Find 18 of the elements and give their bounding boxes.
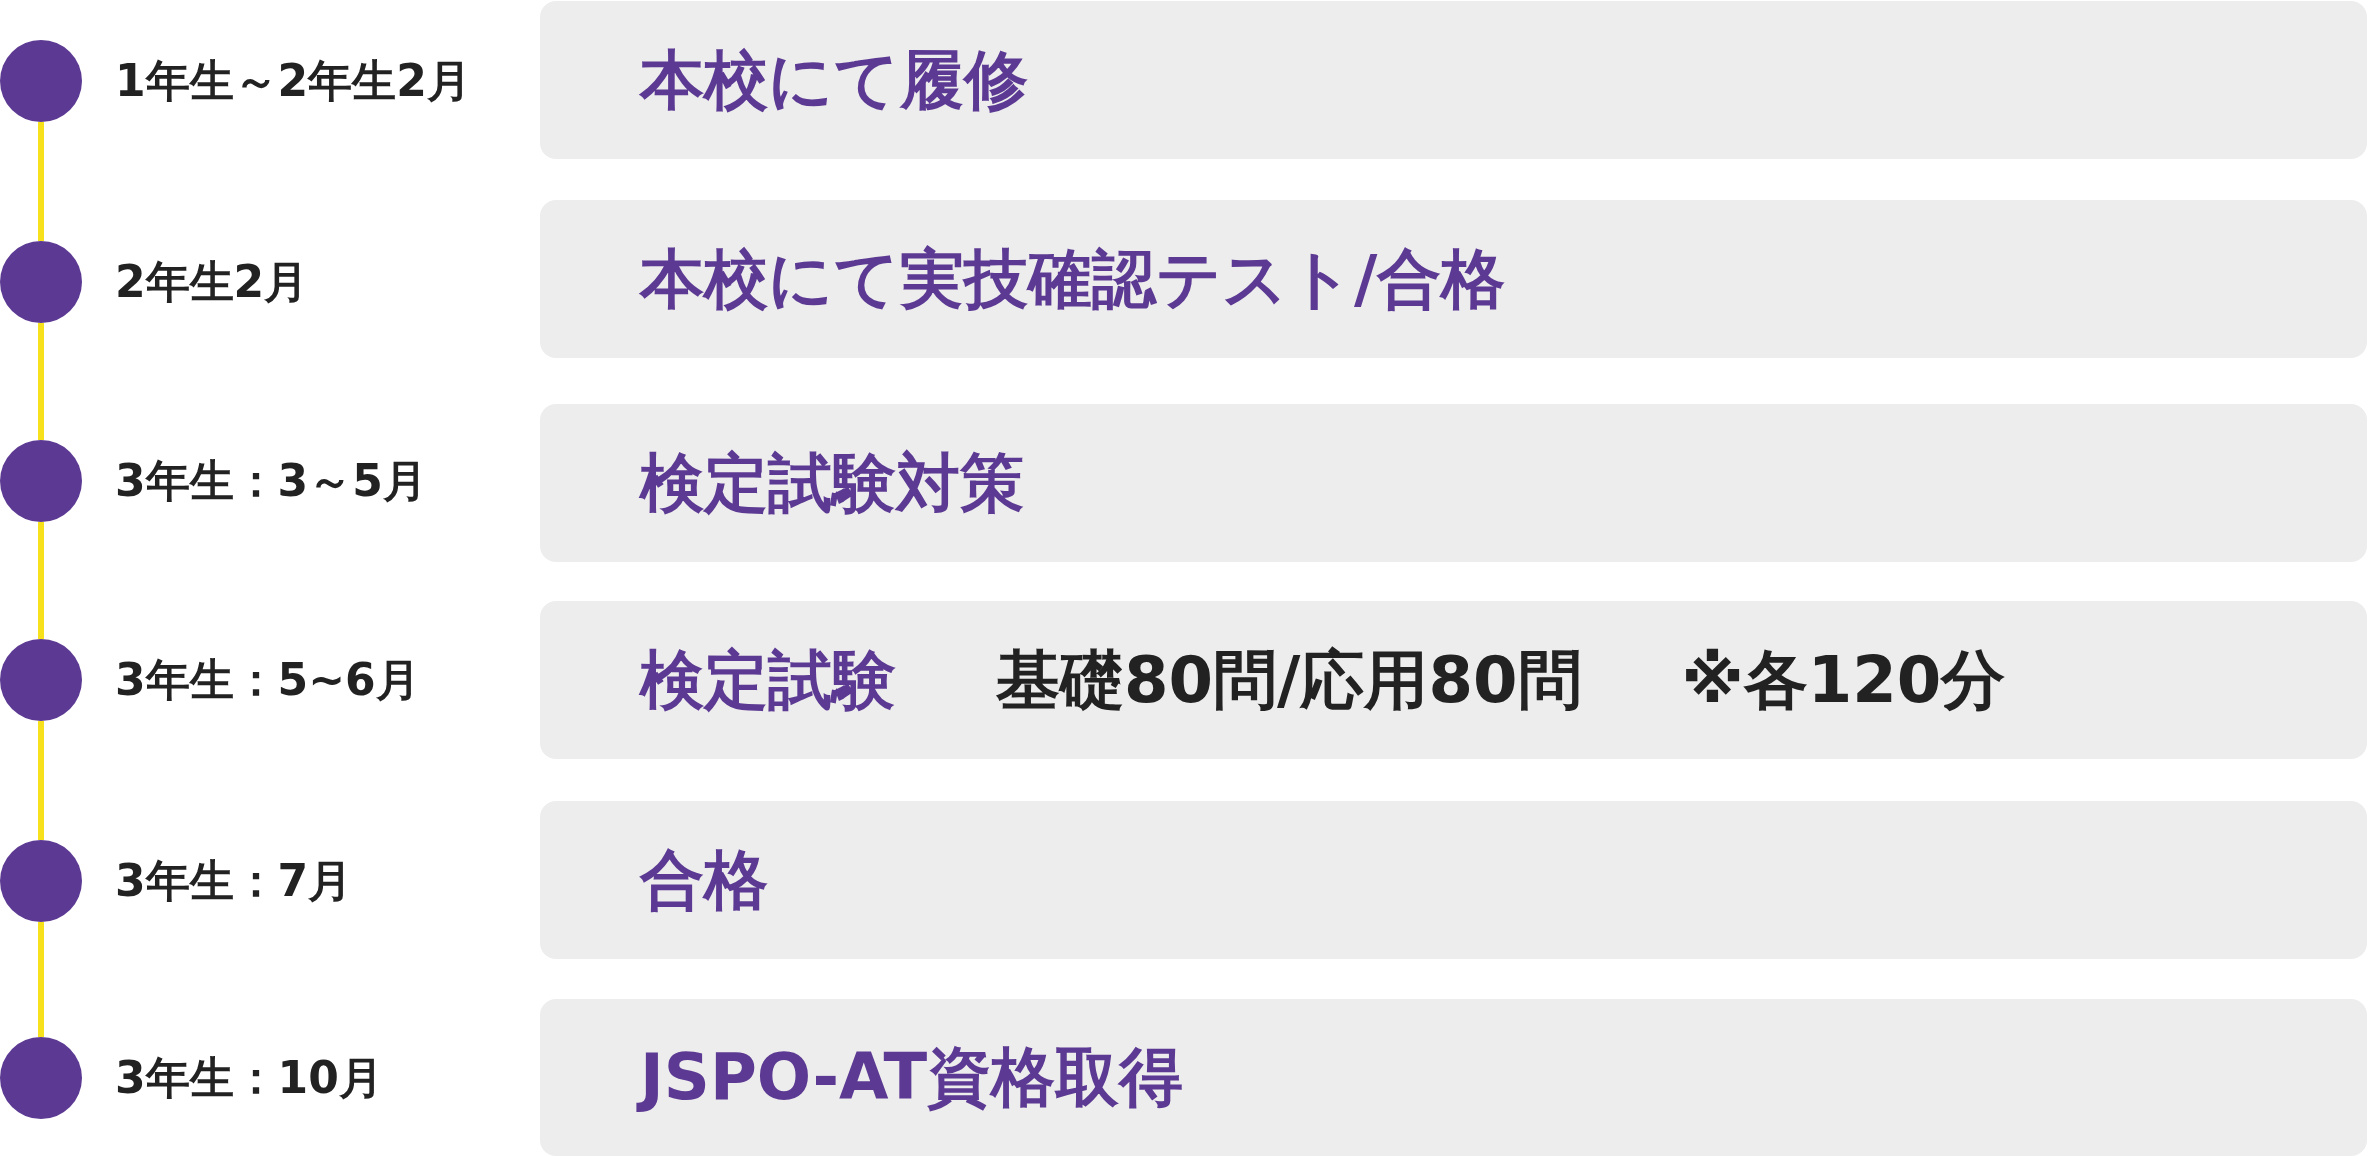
timeline-connector — [38, 522, 44, 639]
timeline-connector — [38, 323, 44, 440]
date-label: 3年生：7月 — [115, 854, 353, 908]
step-title: 本校にて実技確認テスト/合格 — [640, 240, 1506, 318]
date-label: 3年生：3～5月 — [115, 454, 427, 508]
timeline-connector — [38, 721, 44, 840]
step-title: 合格 — [640, 841, 768, 919]
date-label: 1年生～2年生2月 — [115, 54, 471, 108]
step-title: 本校にて履修 — [640, 41, 1028, 119]
timeline-connector — [38, 122, 44, 241]
timeline-connector — [38, 922, 44, 1037]
step-detail: 基礎80問/応用80問 — [996, 641, 1582, 719]
date-label: 2年生2月 — [115, 255, 309, 309]
step-detail: ※各120分 — [1681, 641, 2006, 719]
date-label: 3年生：5~6月 — [115, 653, 420, 707]
step-title: 検定試験 — [640, 641, 896, 719]
step-title: 検定試験対策 — [640, 444, 1024, 522]
date-label: 3年生：10月 — [115, 1051, 383, 1105]
